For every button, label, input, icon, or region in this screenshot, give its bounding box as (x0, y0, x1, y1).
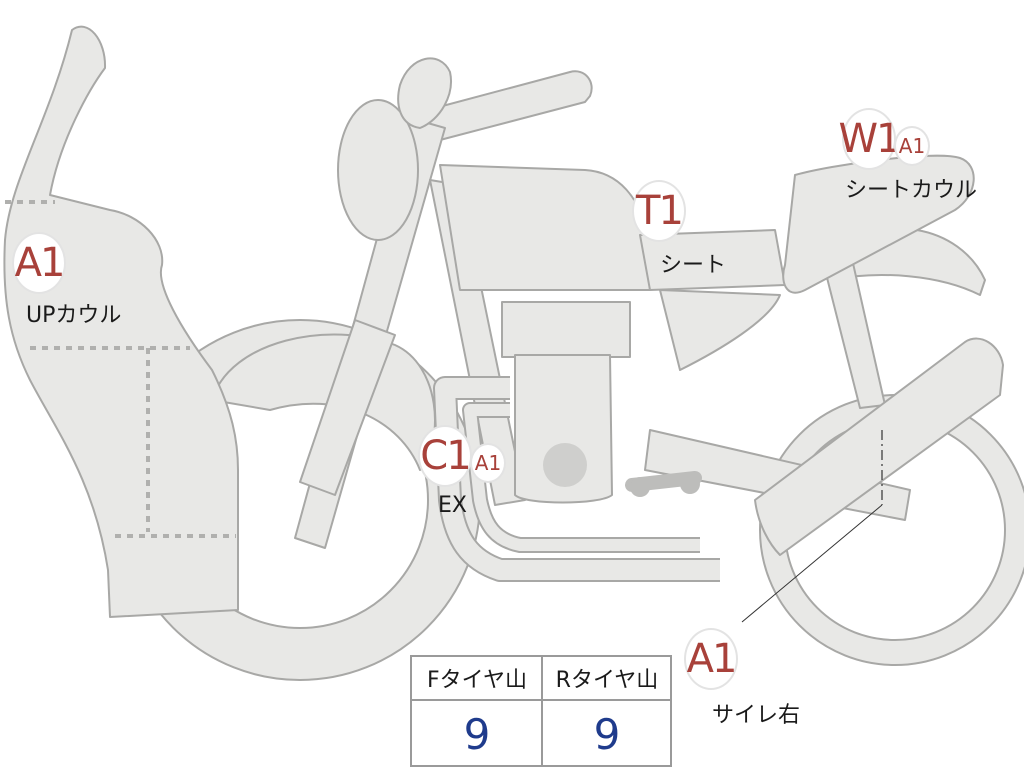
code-badge: W1 (839, 108, 902, 170)
engine (501, 301, 702, 504)
side-cover (659, 289, 781, 371)
part-label: シート (660, 253, 727, 278)
code-badge: A1 (12, 232, 66, 294)
part-label: シートカウル (845, 178, 978, 203)
code-badge: T1 (632, 180, 686, 242)
code-badge: C1 (418, 425, 472, 487)
part-label: EX (438, 493, 467, 518)
part-label: サイレ右 (712, 703, 801, 728)
exhaust-pipes (433, 376, 720, 582)
muffler-leader (741, 504, 883, 623)
code-badge: A1 (684, 628, 738, 690)
front-tire-header: Fタイヤ山 (412, 657, 542, 701)
fuel-tank (439, 164, 651, 291)
handlebar (419, 70, 593, 141)
part-label: UPカウル (26, 303, 122, 328)
tire-tread-table: Fタイヤ山 Rタイヤ山 9 9 (410, 655, 672, 767)
rear-tire-value: 9 (593, 709, 621, 759)
rear-tire-header: Rタイヤ山 (542, 657, 672, 701)
cowl-seam (5, 200, 236, 538)
table-divider (541, 657, 543, 765)
fork-lower (299, 319, 396, 496)
headlight (337, 99, 419, 241)
upper-cowl (3, 25, 239, 618)
code-badge: A1 (470, 443, 506, 483)
mirror (397, 57, 452, 129)
code-badge: A1 (894, 126, 930, 166)
muffler (754, 337, 1004, 556)
front-tire-value: 9 (463, 709, 491, 759)
